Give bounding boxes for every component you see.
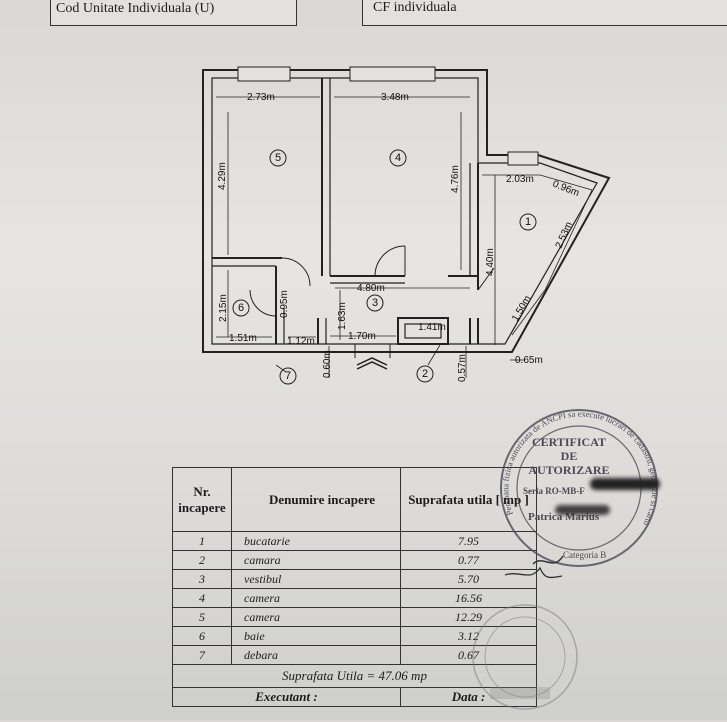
redaction-mark-2 [555, 505, 610, 515]
dim-hall-height: 1.63m [337, 302, 348, 330]
room-marker-1 [519, 213, 537, 231]
date-label: Data : [400, 687, 537, 707]
dim-room6-door: 0.95m [279, 290, 290, 318]
row-nr: 3 [172, 569, 232, 589]
header-right-extra-box [508, 0, 727, 26]
table-row: 3 vestibul 5.70 [172, 569, 537, 589]
room-marker-4 [389, 149, 407, 167]
dim-room6-height: 2.15m [218, 294, 229, 322]
table-row: 7 debara 0.67 [172, 645, 537, 665]
row-name: camera [231, 588, 401, 608]
rooms-table: Nr. incapere Denumire incapere Suprafata… [172, 467, 537, 707]
dim-room1-diag-top: 0.96m [551, 179, 581, 200]
signature-mark [532, 555, 564, 565]
row-area: 5.70 [400, 569, 537, 589]
table-row: 5 camera 12.29 [172, 607, 537, 627]
faint-seal [472, 604, 578, 710]
row-nr: 4 [172, 588, 232, 608]
row-name: debara [231, 645, 401, 665]
row-name: bucatarie [231, 531, 401, 551]
door-room1 [477, 267, 495, 291]
header-area: Suprafata utila [ mp ] [400, 467, 537, 532]
dim-room4-height: 4.76m [450, 165, 461, 193]
room-marker-3 [366, 294, 384, 312]
door-arc-room5 [281, 257, 311, 287]
door-arc-room6 [249, 289, 277, 317]
room-number-4: 4 [395, 152, 401, 164]
dim-entry-width: 1.70m [348, 331, 376, 342]
dim-room5-height: 4.29m [217, 162, 228, 190]
room-number-2: 2 [422, 368, 428, 380]
header-right-box: CF individuala [362, 0, 510, 26]
dim-entry-depth: 0.60m [322, 350, 333, 378]
row-nr: 2 [172, 550, 232, 570]
room-marker-6 [232, 299, 250, 317]
dim-room2-depth: 0.57m [457, 354, 468, 382]
room-number-7: 7 [285, 370, 291, 382]
redaction-mark [590, 478, 660, 490]
window-room5 [237, 66, 291, 82]
stamp-seria: Seria RO-MB-F [523, 486, 585, 496]
room-number-6: 6 [238, 302, 244, 314]
floor-plan: 2.73m 3.48m 4.29m 4.76m 2.03m 0.96m 2.53… [202, 66, 611, 385]
stamp-line3: AUTORIZARE [528, 463, 609, 477]
dim-room2-width: 1.41m [418, 322, 446, 333]
row-nr: 5 [172, 607, 232, 627]
stamp-line1: CERTIFICAT [532, 435, 606, 449]
window-room1 [507, 151, 539, 166]
outer-wall-inner-line [211, 77, 598, 345]
header-left-label: Cod Unitate Individuala (U) [56, 1, 215, 16]
dim-room1-bottom: 0.65m [515, 355, 543, 366]
room-number-3: 3 [372, 297, 378, 309]
header-nr: Nr. incapere [172, 467, 232, 532]
outer-wall-outline [202, 69, 611, 353]
row-name: baie [231, 626, 401, 646]
stamp-categoria: Categoria B [563, 550, 606, 560]
row-name: camara [231, 550, 401, 570]
room-marker-7 [279, 367, 297, 385]
row-name: vestibul [231, 569, 401, 589]
authorization-stamp: Persoana fizica autorizata de ANCPI sa e… [493, 404, 660, 567]
room-marker-2 [416, 365, 434, 383]
executant-label: Executant : [172, 687, 401, 707]
dim-room4-width: 3.48m [381, 92, 409, 103]
table-row: 1 bucatarie 7.95 [172, 531, 537, 551]
dim-room7-width: 1.12m [287, 336, 315, 347]
door-arc-room4 [374, 245, 406, 277]
table-row: 2 camara 0.77 [172, 550, 537, 570]
row-area: 3.12 [400, 626, 537, 646]
room-number-5: 5 [275, 152, 281, 164]
signature-scribble [504, 566, 563, 579]
header-left-box: Cod Unitate Individuala (U) [50, 0, 297, 26]
header-right-label: CF individuala [373, 0, 457, 15]
row-nr: 6 [172, 626, 232, 646]
dim-room5-width: 2.73m [247, 92, 275, 103]
row-nr: 1 [172, 531, 232, 551]
dim-room1-top: 2.03m [506, 174, 534, 185]
dim-room1-height: 4.40m [485, 248, 496, 276]
room-marker-5 [269, 149, 287, 167]
header-name: Denumire incapere [231, 467, 401, 532]
room2-closet [397, 317, 449, 345]
row-nr: 7 [172, 645, 232, 665]
dim-hall-width: 4.80m [357, 283, 385, 294]
entrance-arrow-icon [356, 357, 388, 370]
window-room4 [349, 66, 436, 82]
row-name: camera [231, 607, 401, 627]
dim-room6-width: 1.51m [229, 333, 257, 344]
stamp-line2: DE [561, 449, 578, 463]
room-number-1: 1 [525, 216, 531, 228]
